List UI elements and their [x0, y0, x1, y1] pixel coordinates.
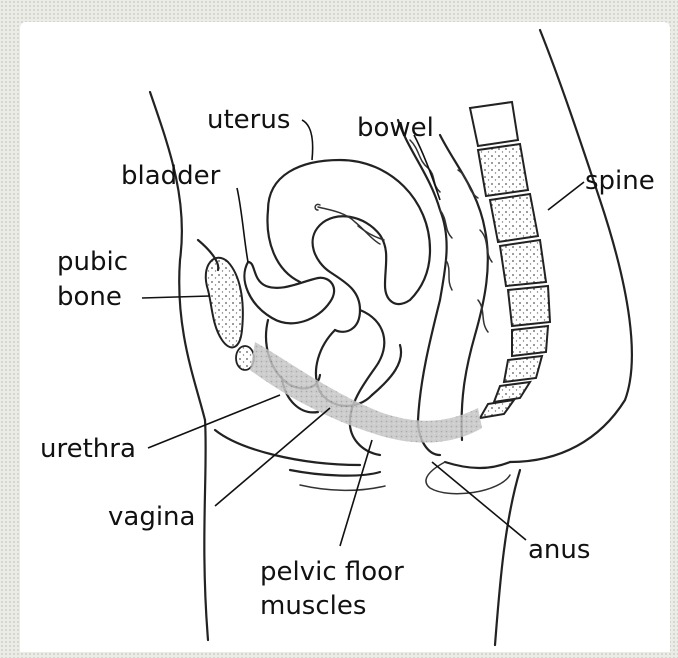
labels: uterus bowel bladder spine pubic bone ur… [40, 105, 655, 621]
label-pelvic-floor-line1: pelvic floor [260, 557, 404, 587]
label-bowel: bowel [357, 113, 434, 143]
label-vagina: vagina [108, 502, 195, 532]
label-spine: spine [585, 166, 655, 196]
pubic-bone-shape [198, 240, 254, 370]
label-bladder: bladder [121, 161, 221, 191]
bowel-shape [398, 120, 492, 455]
label-pelvic-floor-line2: muscles [260, 591, 366, 621]
label-pubic-bone-line2: bone [57, 282, 122, 312]
pelvic-floor-band [250, 342, 482, 443]
label-anus: anus [528, 535, 590, 565]
spine-shape [470, 102, 550, 418]
label-urethra: urethra [40, 434, 136, 464]
label-pubic-bone-line1: pubic [57, 247, 128, 277]
label-uterus: uterus [207, 105, 290, 135]
